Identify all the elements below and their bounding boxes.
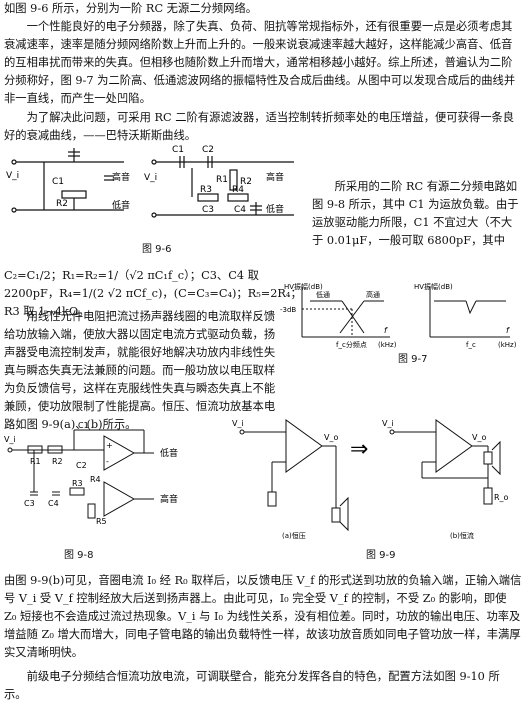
fig98-c4: C4 (48, 499, 59, 508)
fig98-caption: 图 9-8 (64, 550, 94, 561)
fig99-caption: 图 9-9 (366, 550, 396, 561)
fig97b-unit: (kHz) (498, 341, 517, 349)
fig98-r3: R3 (72, 479, 83, 488)
fig96-right-c2: C2 (202, 145, 214, 155)
fig96-left-r2: R2 (56, 199, 68, 209)
fig97a-unit: (kHz) (378, 341, 397, 349)
fig98-c3: C3 (24, 499, 35, 508)
figure-9-7: HV振幅(dB) 低通 高通 -3dB f_c分频点 (kHz) f HV振幅(… (280, 282, 517, 349)
fig99b-ro: R_o (494, 493, 509, 502)
fig97a-db: -3dB (280, 306, 296, 314)
fig96-left-vi: V_i (6, 171, 19, 181)
para-intro: 如图 9-6 所示，分别为一阶 RC 无源二分频网络。 (4, 2, 258, 15)
fig97b-fc: f_c (466, 341, 476, 349)
fig99-arrow: ⇒ (350, 437, 368, 462)
fig96-right-low: 低音 (266, 203, 284, 215)
fig98-r5: R5 (96, 517, 107, 526)
fig98-c2: C2 (76, 461, 87, 470)
fig96-right-c3: C3 (202, 205, 214, 215)
fig98-vi: V_i (4, 435, 16, 444)
fig97b-f: f (506, 326, 510, 335)
fig96-left-high: 高音 (112, 171, 130, 183)
para-config: 前级电子分频结合恒流功放电流，可调联壁合，能充分发挥各自的特色，配置方法如图 9… (4, 670, 500, 701)
para-attenuation: 一个性能良好的电子分频器，除了失真、负荷、阻抗等常规指标外，还有很重要一点是必须… (4, 20, 516, 105)
para-constant-current: 用线性元件电阻把流过扬声器线圈的电流取样反馈给功放输入端，使放大器以固定电流方式… (4, 310, 276, 431)
fig99b-vo: V_o (472, 433, 486, 442)
fig99b-vi: V_i (382, 419, 394, 428)
fig97-caption: 图 9-7 (398, 354, 428, 365)
fig97a-f: f (384, 326, 388, 335)
fig96-right-r1: R1 (216, 175, 228, 185)
fig99a-vo: V_o (324, 433, 338, 442)
figure-9-8: V_i C1 C2 R1 R2 R3 R4 R5 C3 C4 低音 高音 + - (4, 421, 178, 526)
fig98-plus: + (106, 441, 113, 450)
fig98-high: 高音 (160, 493, 178, 505)
figure-9-9: V_i V_o (a)恒压 ⇒ V_i V_o R_o (b)恒流 (232, 419, 509, 540)
fig96-right-r4: R4 (232, 185, 244, 195)
fig98-minus: - (106, 457, 109, 466)
fig98-low: 低音 (160, 447, 178, 459)
fig97b-ylabel: HV振幅(dB) (414, 282, 453, 291)
fig96-right-r2: R2 (240, 177, 252, 187)
fig96-right-vi: V_i (144, 173, 157, 183)
fig98-r2: R2 (52, 457, 63, 466)
para-analysis: 由图 9-9(b)可见，音圈电流 I₀ 经 R₀ 取样后，以反馈电压 V_f 的… (4, 574, 522, 659)
fig96-right-c1: C1 (172, 145, 184, 155)
fig98-c1: C1 (78, 421, 89, 430)
fig96-left-low: 低音 (112, 199, 130, 211)
para-formula: C₂=C₁/2；R₁=R₂=1/（√2 πC₁f_c）；C3、C4 取 2200… (4, 269, 302, 318)
fig99b-label: (b)恒流 (450, 531, 474, 540)
fig96-right-r3: R3 (200, 185, 212, 195)
fig99a-vi: V_i (232, 419, 244, 428)
figure-9-6: V_i C1 R2 高音 低音 V_i C1 C2 R1 R2 R3 R4 C3… (6, 145, 294, 218)
fig98-r4: R4 (90, 475, 101, 484)
fig97a-low: 低通 (316, 290, 330, 299)
fig97a-fc: f_c分频点 (336, 340, 367, 349)
fig98-r1: R1 (30, 457, 41, 466)
para-butterworth-a: 为了解决此问题，可采用 RC 二阶有源滤波器，适当控制转折频率处的电压增益，便可… (4, 109, 522, 145)
fig96-left-c1: C1 (52, 177, 64, 187)
para-butterworth-text: 为了解决此问题，可采用 RC 二阶有源滤波器，适当控制转折频率处的电压增益，便可… (4, 111, 515, 142)
fig96-right-high: 高音 (266, 171, 284, 183)
fig97a-ylabel: HV振幅(dB) (284, 282, 323, 291)
fig99a-label: (a)恒压 (282, 531, 306, 540)
fig97a-high: 高通 (366, 290, 380, 299)
para-two-way-circuit: 所采用的二阶 RC 有源二分频电路如图 9-8 所示，其中 C1 为运放负载。由… (312, 180, 519, 247)
fig96-right-c4: C4 (234, 205, 246, 215)
fig96-caption: 图 9-6 (142, 244, 172, 255)
